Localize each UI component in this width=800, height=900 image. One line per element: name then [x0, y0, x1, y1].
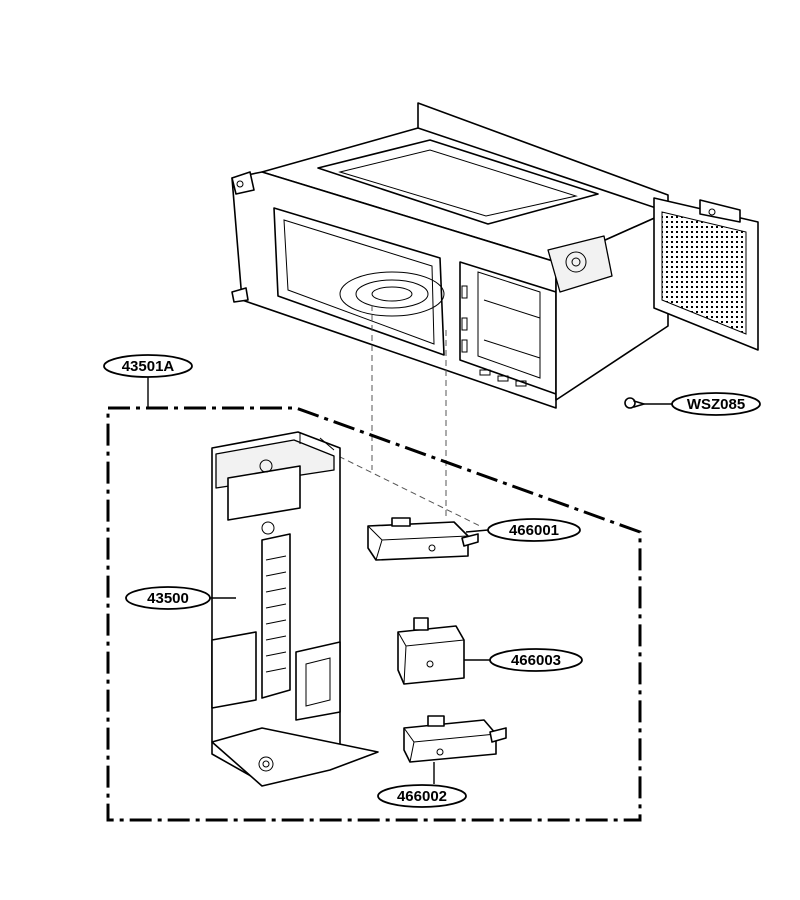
assembly-boundary — [106, 406, 642, 822]
door-latch-body — [211, 431, 379, 787]
callout-wsz085-label: WSZ085 — [687, 396, 745, 413]
callout-wsz085: WSZ085 — [671, 392, 761, 416]
micro-switch-466002 — [403, 715, 507, 763]
micro-switch-466001 — [367, 517, 479, 561]
callout-466003-label: 466003 — [511, 652, 561, 669]
callout-43500-label: 43500 — [147, 590, 189, 607]
callout-466002-label: 466002 — [397, 788, 447, 805]
callout-43500: 43500 — [125, 586, 211, 610]
oven-cavity — [231, 102, 759, 409]
alignment-lines — [329, 305, 481, 527]
callout-466001-label: 466001 — [509, 522, 559, 539]
callout-43501a-label: 43501A — [122, 358, 175, 375]
callout-466003: 466003 — [489, 648, 583, 672]
leader-lines — [147, 375, 672, 784]
screw-wsz085 — [624, 397, 645, 409]
callout-466001: 466001 — [487, 518, 581, 542]
callout-43501a: 43501A — [103, 354, 193, 378]
micro-switch-466003 — [397, 617, 465, 685]
callout-466002: 466002 — [377, 784, 467, 808]
